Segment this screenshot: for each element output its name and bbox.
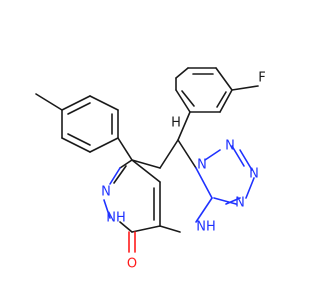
- oxygen-label: O: [127, 257, 137, 272]
- fluorophenyl-ring: [175, 67, 259, 113]
- n-tetrazole-1-label: N: [225, 139, 235, 154]
- pyridazinone-ring: [103, 159, 161, 233]
- dihydropyrimidine-ring: [159, 139, 213, 233]
- n-tetrazole-2-label: N: [249, 167, 259, 182]
- n-tetrazole-3-label: N: [235, 196, 245, 211]
- bond-aryl-ch: [177, 111, 191, 141]
- tetrazole-ring: [204, 145, 255, 205]
- bond-tolyl-core: [117, 137, 133, 161]
- n-bridge-label: N: [197, 158, 207, 173]
- nh-pyridazine-label: NH: [106, 211, 126, 226]
- tolyl-ring: [35, 93, 119, 153]
- n-left-label: N: [101, 185, 111, 200]
- molecule-structure: F N N N N N NH NH H O: [35, 67, 266, 272]
- nh-ring-label: NH: [196, 220, 216, 235]
- h-ring-label: H: [171, 116, 181, 131]
- fluorine-label: F: [258, 71, 265, 86]
